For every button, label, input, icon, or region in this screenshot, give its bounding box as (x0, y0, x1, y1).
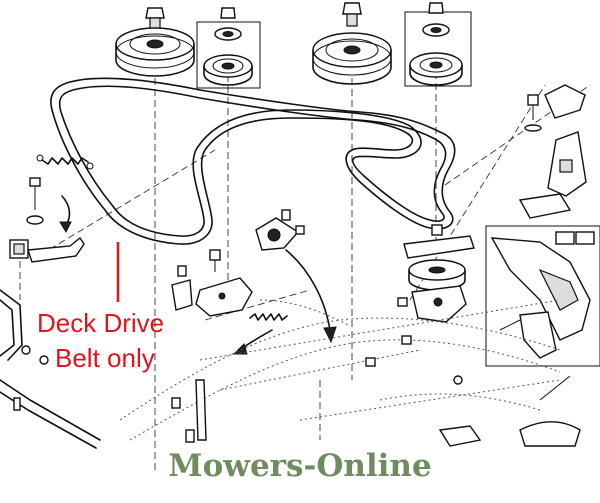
bolt-icon (171, 335, 581, 447)
callout-label-line-2: Belt only (55, 343, 155, 373)
belt-icon (50, 77, 456, 245)
bolt-icon (26, 177, 44, 225)
arrow-icon (232, 329, 273, 355)
pulley-icon (115, 7, 195, 77)
bracket-icon (171, 249, 253, 317)
spring-icon (255, 209, 305, 251)
idler-pulley-icon (397, 224, 475, 323)
arrow-icon (59, 195, 72, 234)
center-lines (19, 72, 591, 470)
deck-shield-detail (485, 225, 600, 367)
idler-pulley-icon (404, 2, 472, 87)
spring-icon (249, 313, 288, 321)
bracket-icon (518, 84, 587, 219)
mower-deck-outline (119, 299, 561, 441)
callout-label-line-1: Deck Drive (37, 308, 165, 338)
spring-icon (36, 154, 94, 170)
frame-rail (0, 289, 101, 449)
arrow-icon (285, 249, 337, 344)
pulley-icon (312, 2, 392, 85)
watermark-logo: Mowers-Online (168, 448, 432, 484)
bracket-icon (9, 236, 85, 263)
idler-pulley-icon (196, 7, 261, 89)
